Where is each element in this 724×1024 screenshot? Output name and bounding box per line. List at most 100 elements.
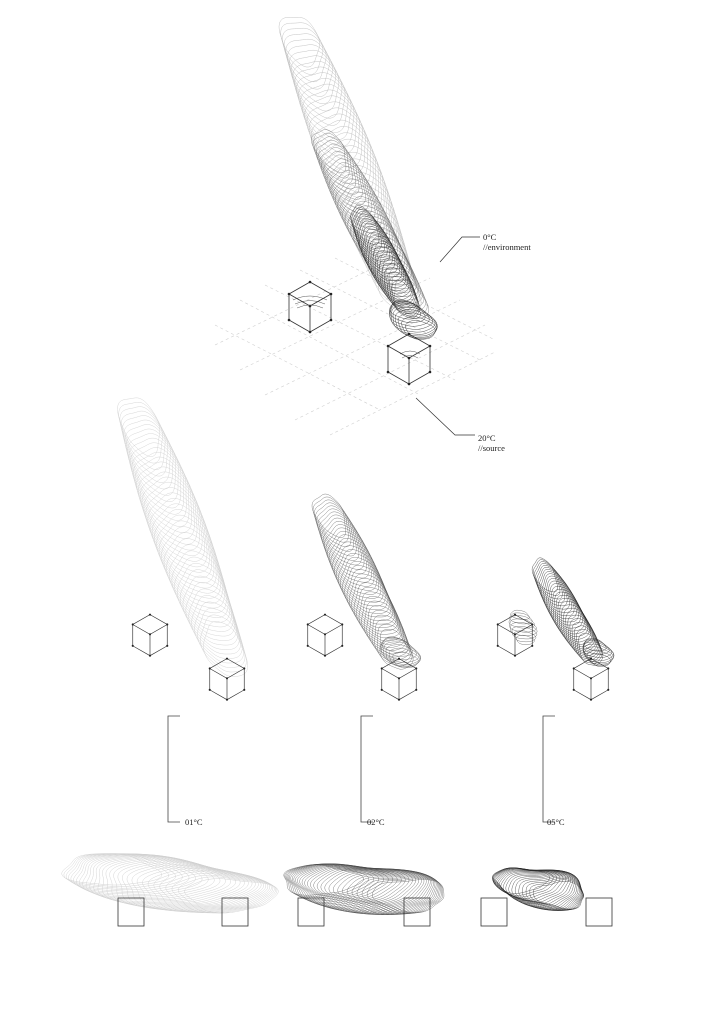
- contour-line: [143, 481, 208, 568]
- bracket-2: [360, 715, 373, 823]
- contour-line: [136, 865, 267, 912]
- contour-line: [76, 853, 203, 895]
- contour-line: [332, 541, 384, 603]
- contour-line: [328, 534, 379, 595]
- contour-line: [380, 637, 413, 657]
- contour-line: [510, 622, 538, 637]
- contour-line: [200, 614, 247, 673]
- contour-line: [397, 312, 438, 338]
- contour-line: [379, 629, 414, 670]
- contour-line: [351, 875, 440, 915]
- contour-line: [194, 601, 244, 664]
- contour-line: [337, 182, 391, 244]
- contour-line: [405, 320, 436, 340]
- contour-line: [391, 304, 436, 333]
- bracket-3: [542, 715, 555, 823]
- contour-line: [332, 165, 393, 236]
- elevation-3-box-b: [585, 897, 613, 927]
- contour-line: [350, 205, 380, 245]
- contour-line: [315, 140, 357, 190]
- stage-3-cube-a: [496, 613, 534, 658]
- contour-line: [79, 853, 209, 897]
- contour-line: [168, 544, 231, 623]
- contour-line: [128, 437, 184, 515]
- contour-line: [280, 22, 324, 75]
- cube-source: [386, 332, 432, 386]
- floor-grid: [214, 254, 496, 436]
- contour-line: [332, 174, 385, 235]
- contour-line: [294, 66, 349, 133]
- contour-line: [322, 154, 369, 211]
- contour-line: [573, 625, 602, 662]
- elevation-1-volume: [61, 853, 279, 914]
- contour-line: [284, 864, 369, 897]
- contour-line: [569, 618, 600, 658]
- stage-3-volume: [508, 557, 615, 667]
- contour-line: [147, 868, 270, 913]
- elevation-3-volume: [492, 867, 584, 911]
- contour-line: [145, 487, 210, 573]
- stage-2-volume: [311, 493, 421, 670]
- contour-line: [583, 639, 610, 655]
- contour-line: [325, 527, 375, 587]
- contour-line: [300, 83, 358, 154]
- contour-line: [363, 600, 407, 652]
- contour-line: [191, 595, 243, 659]
- contour-line: [158, 520, 223, 604]
- elevation-2-box-b: [403, 897, 431, 927]
- contour-line: [332, 871, 436, 915]
- contour-line: [582, 641, 614, 661]
- contour-line: [317, 143, 360, 195]
- contour-line: [509, 612, 533, 625]
- elevation-1-box-a: [117, 897, 145, 927]
- contour-line: [589, 653, 611, 667]
- contour-line: [324, 869, 433, 915]
- contour-line: [156, 514, 221, 599]
- contour-line: [326, 151, 388, 224]
- contour-line: [518, 875, 583, 911]
- contour-line: [366, 878, 443, 914]
- elevation-2-box-a: [297, 897, 325, 927]
- contour-line: [68, 853, 183, 891]
- contour-line: [166, 538, 229, 618]
- contour-line: [327, 530, 377, 591]
- contour-line: [97, 855, 236, 903]
- contour-line: [392, 306, 437, 335]
- stage-1-cube-b: [208, 657, 246, 702]
- contour-line: [389, 300, 426, 324]
- contour-line: [136, 461, 198, 545]
- contour-line: [502, 870, 579, 911]
- contour-line: [347, 200, 401, 261]
- contour-line: [320, 514, 365, 570]
- elevation-2-volume: [283, 863, 445, 915]
- contour-line: [298, 78, 355, 147]
- contour-line: [119, 406, 166, 470]
- contour-line: [532, 559, 561, 596]
- contour-line: [531, 557, 558, 593]
- contour-line: [203, 621, 248, 677]
- contour-line: [535, 563, 566, 603]
- contour-line: [185, 582, 240, 650]
- stage-1-label: 01°C: [185, 817, 203, 827]
- contour-line: [328, 166, 379, 225]
- contour-line: [586, 649, 613, 666]
- contour-line: [85, 854, 221, 899]
- elevation-3-box-a: [480, 897, 508, 927]
- contour-line: [401, 316, 437, 339]
- contour-line: [61, 853, 162, 886]
- contour-line: [336, 549, 388, 611]
- contour-line: [358, 591, 404, 645]
- contour-line: [149, 498, 215, 584]
- contour-line: [361, 596, 406, 648]
- stage-2-cube-a: [306, 613, 344, 658]
- contour-line: [287, 44, 336, 105]
- contour-line: [320, 868, 431, 915]
- stage-row-isometric: [117, 397, 615, 702]
- contour-line: [321, 150, 366, 205]
- source-ripples: [292, 295, 421, 359]
- contour-line: [122, 415, 171, 483]
- contour-line: [292, 61, 346, 126]
- contour-line: [318, 511, 362, 566]
- contour-line: [389, 302, 433, 330]
